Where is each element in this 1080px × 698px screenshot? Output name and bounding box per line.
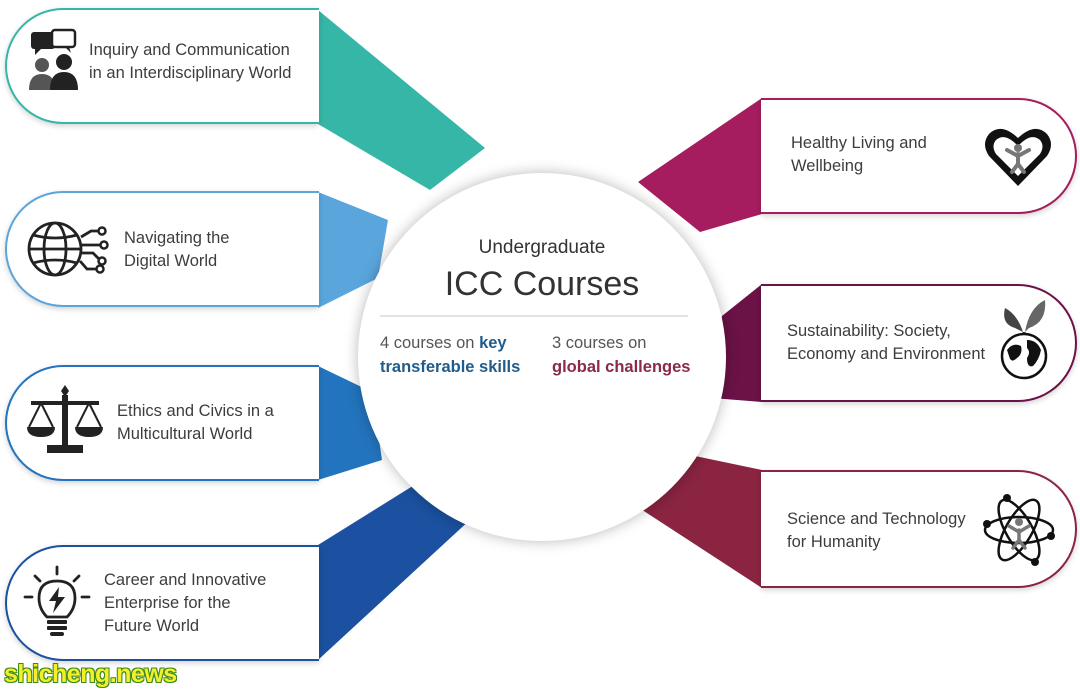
connector-skill-4 [318, 474, 472, 660]
challenge-card-health: Healthy Living and Wellbeing [761, 98, 1077, 214]
skill-card-career: Career and Innovative Enterprise for the… [5, 545, 319, 661]
hub-subtitle: Undergraduate [478, 237, 606, 258]
connector-challenge-1 [638, 98, 762, 232]
hub-challenges-summary: 3 courses on global challenges [552, 331, 690, 379]
connector-skill-1 [318, 10, 485, 190]
heart-person-icon [983, 124, 1053, 195]
earth-leaf-icon [997, 294, 1051, 385]
center-hub: Undergraduate ICC Courses 4 courses on k… [358, 173, 726, 541]
skill-label: Inquiry and Communication in an Interdis… [89, 41, 292, 82]
skill-card-digital: Navigating the Digital World [5, 191, 319, 307]
connector-skill-2 [318, 192, 388, 308]
skill-label: Career and Innovative Enterprise for the… [104, 571, 267, 635]
challenge-label: Sustainability: Society, Economy and Env… [787, 322, 986, 363]
challenges-prefix: 3 courses on [552, 334, 647, 352]
skill-label: Ethics and Civics in a Multicultural Wor… [117, 402, 274, 443]
watermark: shicheng.news [4, 660, 177, 688]
speech-people-icon [27, 28, 85, 103]
skill-label: Navigating the Digital World [124, 229, 230, 270]
hub-title: ICC Courses [444, 265, 640, 303]
lightbulb-icon [19, 565, 95, 644]
challenge-card-science: Science and Technology for Humanity [761, 470, 1077, 588]
challenge-card-sustainability: Sustainability: Society, Economy and Env… [761, 284, 1077, 402]
skills-key: key [479, 334, 507, 352]
skills-bold: transferable skills [380, 358, 521, 376]
challenge-label: Healthy Living and Wellbeing [791, 134, 927, 175]
atom-person-icon [981, 490, 1057, 575]
skill-card-ethics: Ethics and Civics in a Multicultural Wor… [5, 365, 319, 481]
globe-circuit-icon [25, 219, 109, 284]
hub-divider [380, 315, 688, 317]
skills-prefix: 4 courses on [380, 334, 475, 352]
challenges-bold: global challenges [552, 358, 691, 376]
skill-card-inquiry: Inquiry and Communication in an Interdis… [5, 8, 319, 124]
hub-skills-summary: 4 courses on key transferable skills [380, 331, 520, 379]
challenge-label: Science and Technology for Humanity [787, 510, 966, 551]
scales-icon [25, 383, 105, 462]
